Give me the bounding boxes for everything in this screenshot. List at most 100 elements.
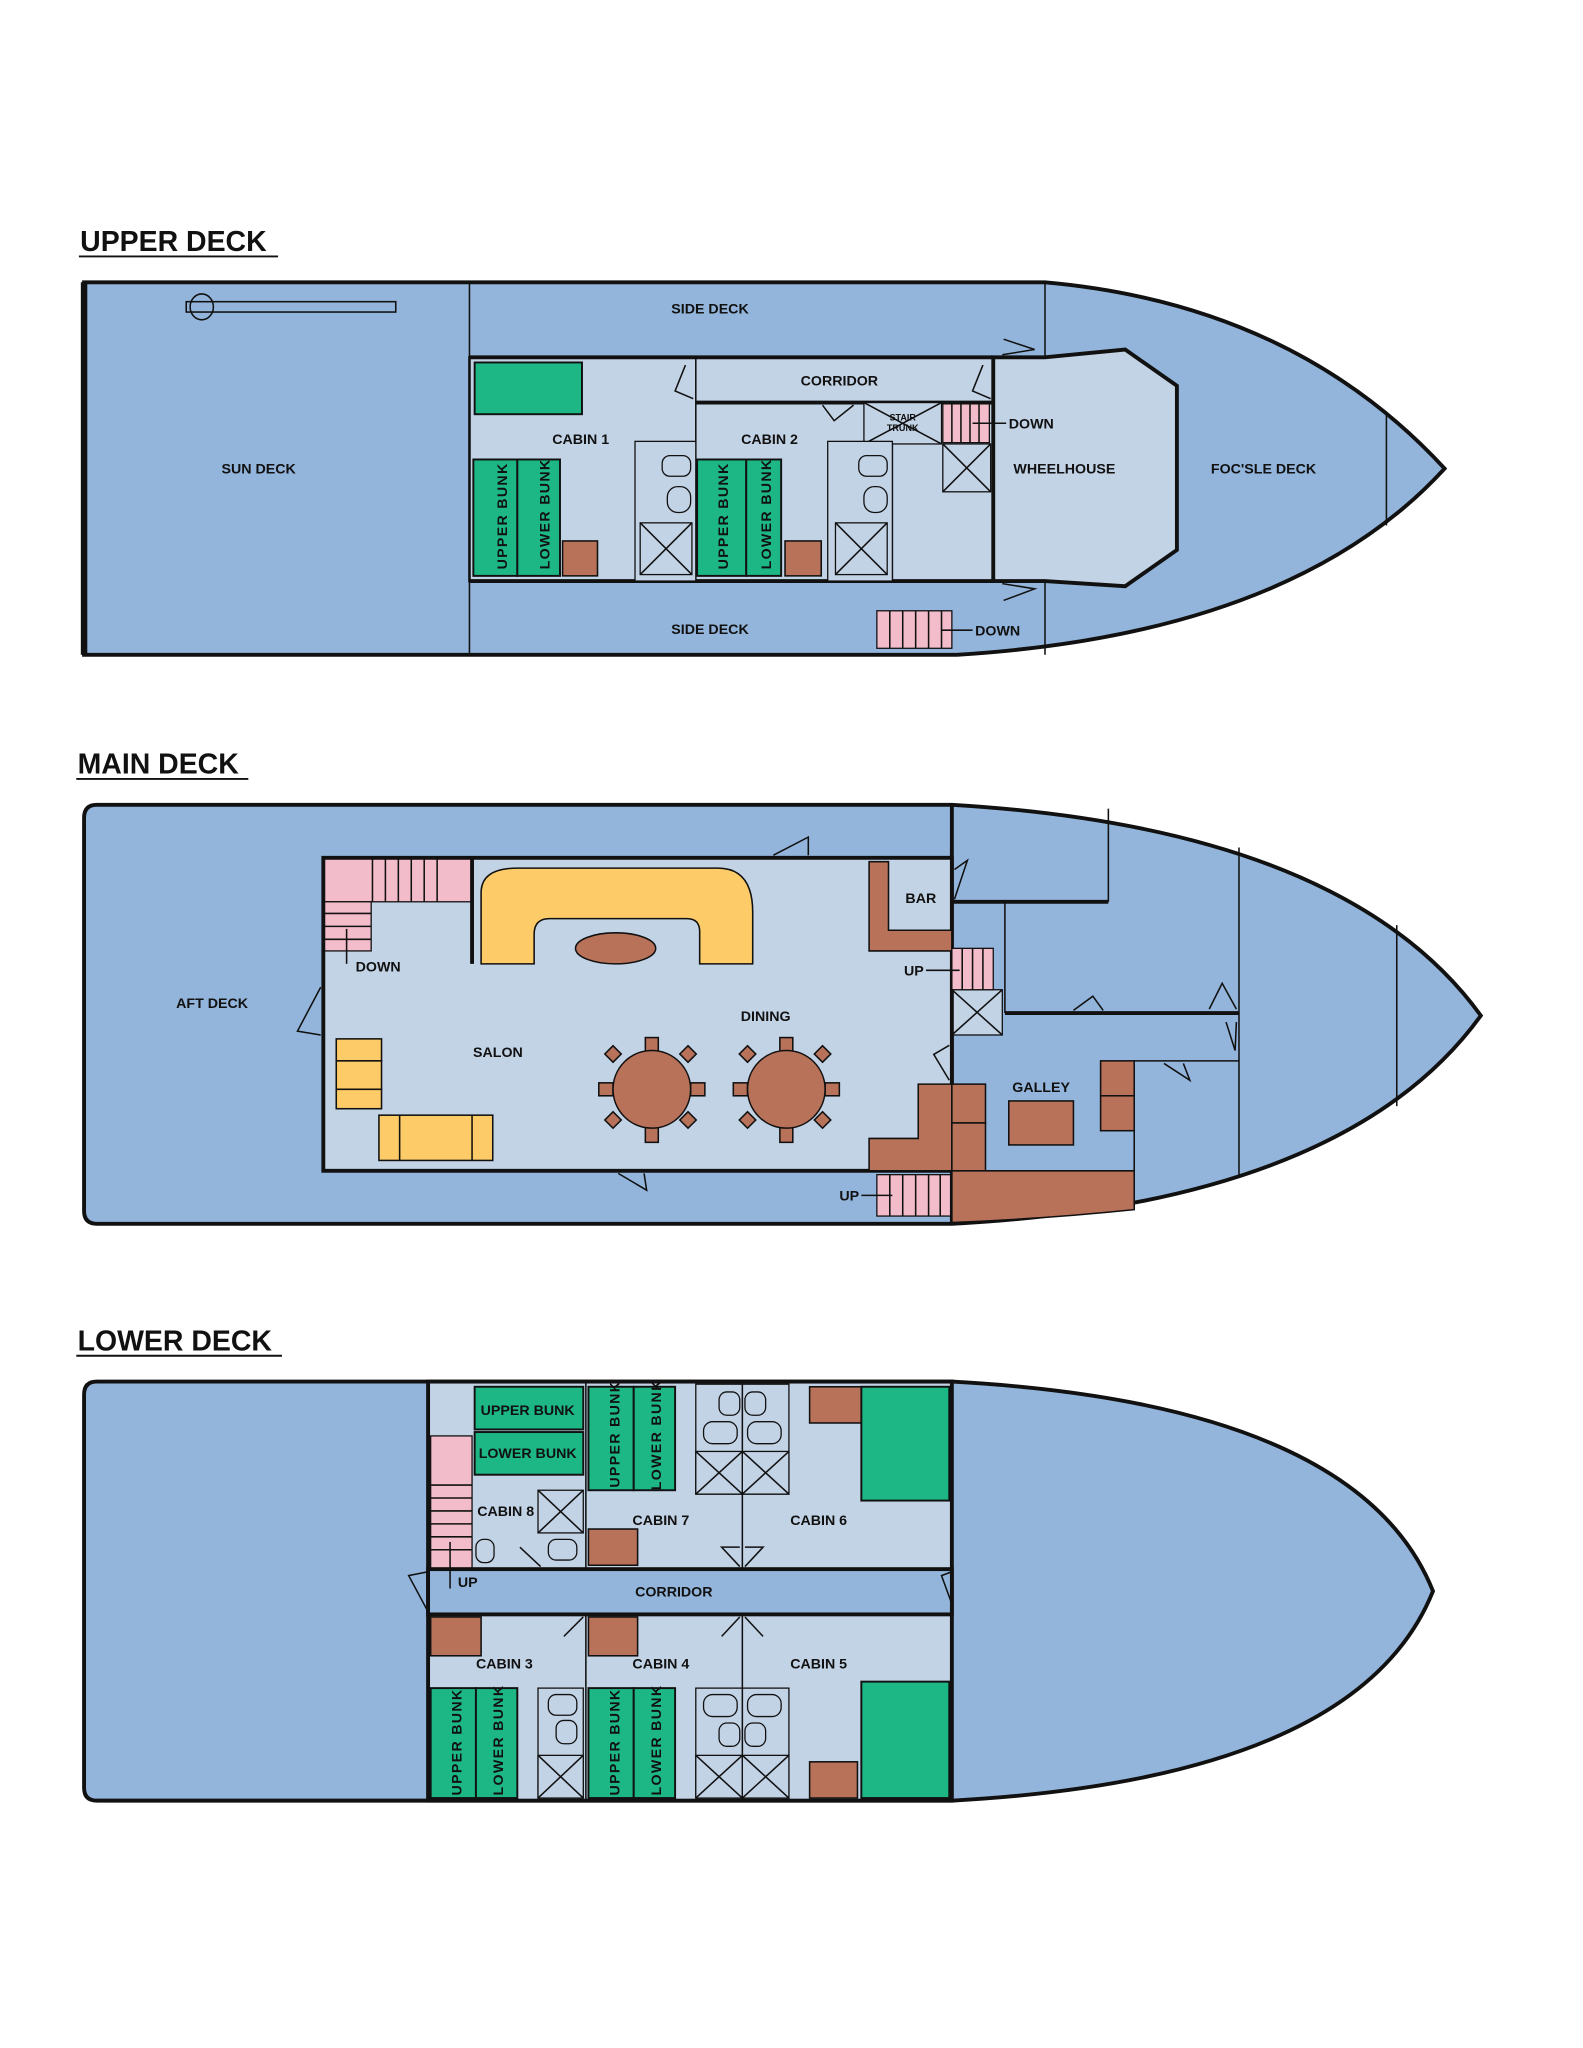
lower-bunk xyxy=(474,1687,519,1800)
sink-icon xyxy=(718,1722,741,1747)
nightstand xyxy=(587,1616,639,1657)
door[interactable] xyxy=(1163,1062,1192,1083)
door[interactable] xyxy=(1208,981,1238,1010)
upper-bunk xyxy=(473,1385,585,1431)
door[interactable] xyxy=(719,1546,741,1568)
door[interactable] xyxy=(617,1172,648,1192)
aft-deck-label: AFT DECK xyxy=(176,996,249,1012)
door[interactable] xyxy=(674,364,694,400)
door[interactable] xyxy=(296,986,322,1036)
sink-icon xyxy=(863,485,888,514)
door[interactable] xyxy=(744,1546,765,1568)
upper-bunk-label: UPPER BUNK xyxy=(495,462,511,569)
door[interactable] xyxy=(1002,338,1035,356)
lower-bunk-label: LOWER BUNK xyxy=(479,1446,578,1462)
stair-trunk-label-1: STAIR xyxy=(889,413,916,423)
door[interactable] xyxy=(563,1616,584,1637)
sink-icon xyxy=(744,1722,767,1747)
upper-bunk-label: UPPER BUNK xyxy=(607,1381,623,1488)
lower-bunk xyxy=(632,1385,677,1492)
lower-bunk xyxy=(745,458,783,577)
lower-bunk-label: LOWER BUNK xyxy=(759,459,775,570)
door[interactable] xyxy=(407,1570,429,1613)
cabin-5-label: CABIN 5 xyxy=(790,1657,847,1673)
door[interactable] xyxy=(971,364,991,400)
lower-bunk xyxy=(473,1431,585,1476)
lower-bunk xyxy=(632,1687,677,1800)
toilet-icon xyxy=(702,1421,738,1445)
side-deck-label-bottom: SIDE DECK xyxy=(671,622,749,638)
upper-bunk xyxy=(587,1385,635,1492)
upper-bunk xyxy=(429,1687,477,1800)
coffee-table xyxy=(574,932,657,965)
up-label-1: UP xyxy=(904,964,924,980)
double-bed xyxy=(860,1680,951,1800)
cabin-8-label: CABIN 8 xyxy=(477,1504,534,1520)
cabin-3-label: CABIN 3 xyxy=(476,1657,533,1673)
stairs-down-side-deck[interactable] xyxy=(876,610,953,649)
galley-island xyxy=(1007,1100,1075,1146)
galley-counter xyxy=(1099,1095,1136,1132)
upper-bunk xyxy=(587,1687,635,1800)
upper-deck-title: UPPER DECK xyxy=(80,226,267,258)
nightstand xyxy=(808,1385,863,1424)
lower-deck: LOWER DECK CORRIDOR UP UPPER BUNK LOWER … xyxy=(76,1326,1436,1803)
toilet-icon xyxy=(746,1693,782,1718)
nightstand xyxy=(561,540,599,577)
down-label: DOWN xyxy=(356,960,401,976)
door[interactable] xyxy=(953,858,969,900)
upper-bunk-label: UPPER BUNK xyxy=(607,1689,623,1796)
toilet-icon xyxy=(547,1693,578,1716)
corridor-label: CORRIDOR xyxy=(635,1584,712,1600)
bar-counter xyxy=(868,860,953,952)
toilet-icon xyxy=(661,454,692,477)
stair-trunk-label-2: TRUNK xyxy=(887,423,919,433)
down-label-1: DOWN xyxy=(1009,416,1054,432)
nightstand xyxy=(784,540,823,577)
galley-label: GALLEY xyxy=(1012,1080,1070,1096)
sink-icon xyxy=(475,1538,495,1564)
door[interactable] xyxy=(519,1546,542,1568)
bar-label: BAR xyxy=(905,891,936,907)
door[interactable] xyxy=(721,1616,741,1637)
up-label: UP xyxy=(458,1575,478,1591)
door[interactable] xyxy=(1072,995,1104,1012)
armchair xyxy=(335,1088,383,1110)
door[interactable] xyxy=(1225,1021,1238,1051)
main-deck-title: MAIN DECK xyxy=(78,749,240,781)
upper-bunk-label: UPPER BUNK xyxy=(450,1689,466,1796)
wheelhouse-label: WHEELHOUSE xyxy=(1013,462,1115,478)
toilet-icon xyxy=(547,1538,578,1561)
door[interactable] xyxy=(773,835,810,856)
cabin-2-label: CABIN 2 xyxy=(741,432,798,448)
cabin-1-label: CABIN 1 xyxy=(552,432,609,448)
down-label-2: DOWN xyxy=(975,623,1020,639)
lower-bunk-label: LOWER BUNK xyxy=(538,459,554,570)
door[interactable] xyxy=(821,404,855,422)
nightstand xyxy=(429,1616,482,1657)
stairs-up-lower[interactable] xyxy=(430,1435,473,1569)
boom-icon xyxy=(185,300,397,313)
wheelhouse xyxy=(991,347,1179,589)
corridor xyxy=(426,1567,954,1617)
door[interactable] xyxy=(1002,582,1038,602)
lower-deck-title: LOWER DECK xyxy=(78,1326,273,1358)
sun-deck-label: SUN DECK xyxy=(222,462,297,478)
corridor-label: CORRIDOR xyxy=(801,374,878,390)
side-deck-label-top: SIDE DECK xyxy=(671,301,749,317)
armchair xyxy=(335,1038,383,1062)
cabin-6-label: CABIN 6 xyxy=(790,1513,847,1529)
u-shaped-sofa xyxy=(480,867,754,965)
cabin-4-label: CABIN 4 xyxy=(632,1657,689,1673)
toilet-icon xyxy=(746,1421,782,1445)
double-bed xyxy=(473,361,583,416)
stairs-up-forward[interactable] xyxy=(951,947,994,991)
stairs-down-salon[interactable] xyxy=(323,858,472,952)
bathroom-4-5 xyxy=(695,1687,790,1799)
door[interactable] xyxy=(932,1044,950,1081)
upper-bunk xyxy=(696,458,748,577)
lower-bunk xyxy=(516,458,561,577)
door[interactable] xyxy=(744,1616,764,1637)
door[interactable] xyxy=(940,1570,953,1605)
